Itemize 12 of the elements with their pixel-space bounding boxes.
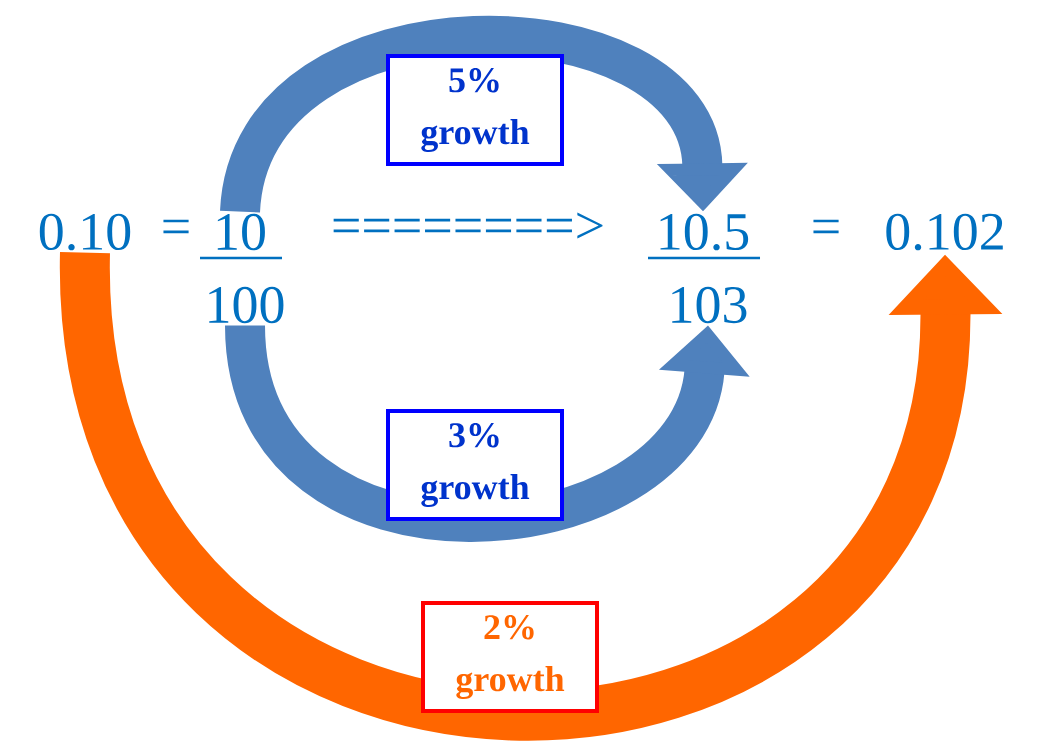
number: 10 <box>217 213 265 251</box>
edge-label: 2% growth <box>421 601 599 713</box>
number: 100 <box>209 286 284 324</box>
edge-label: 3% growth <box>386 409 564 521</box>
number: 10.5 <box>660 213 749 251</box>
equation-sign: = <box>163 219 189 234</box>
equation-sign: = <box>813 219 839 234</box>
number: 103 <box>672 286 747 324</box>
number: 0.10 <box>39 213 131 251</box>
number: 0.102 <box>886 213 1003 251</box>
edge-label: 5% growth <box>386 54 564 166</box>
equation-sign: ========> <box>333 212 603 239</box>
